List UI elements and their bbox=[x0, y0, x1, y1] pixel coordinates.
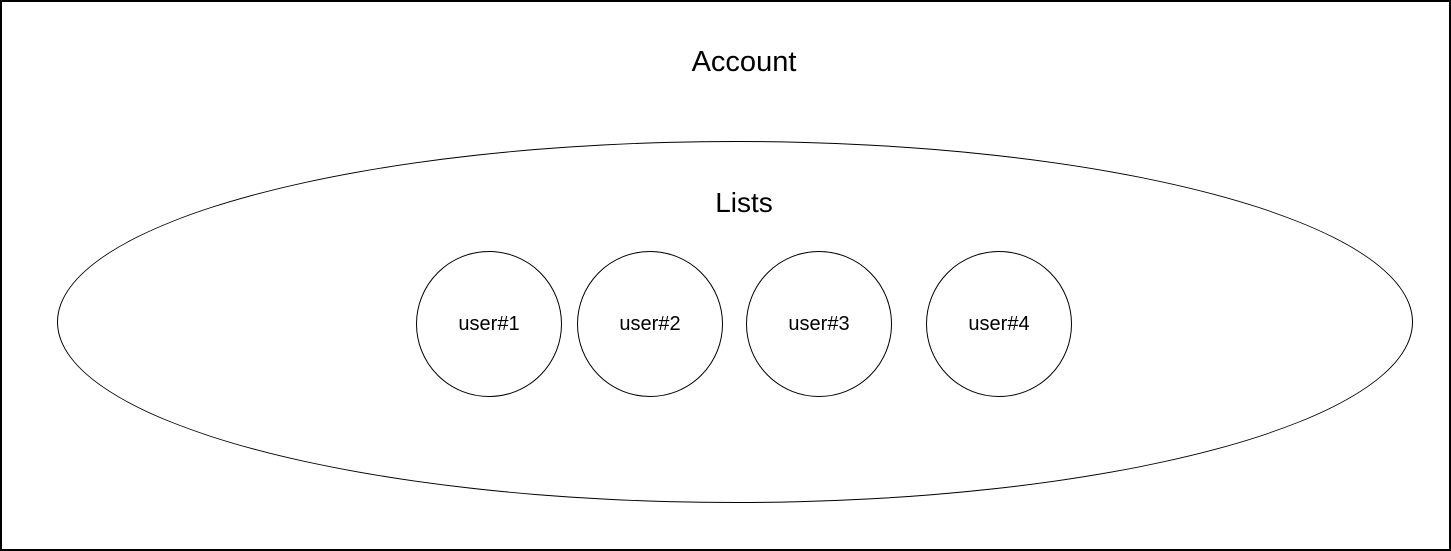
lists-ellipse bbox=[57, 141, 1413, 503]
user-node-1: user#1 bbox=[416, 251, 562, 397]
user-node-label: user#1 bbox=[458, 313, 520, 335]
user-node-label: user#4 bbox=[968, 313, 1030, 335]
lists-label: Lists bbox=[715, 187, 773, 218]
user-node-2: user#2 bbox=[577, 251, 723, 397]
user-node-4: user#4 bbox=[926, 251, 1072, 397]
user-node-3: user#3 bbox=[746, 251, 892, 397]
user-node-label: user#2 bbox=[619, 313, 681, 335]
user-node-label: user#3 bbox=[788, 313, 850, 335]
account-title: Account bbox=[691, 46, 797, 78]
